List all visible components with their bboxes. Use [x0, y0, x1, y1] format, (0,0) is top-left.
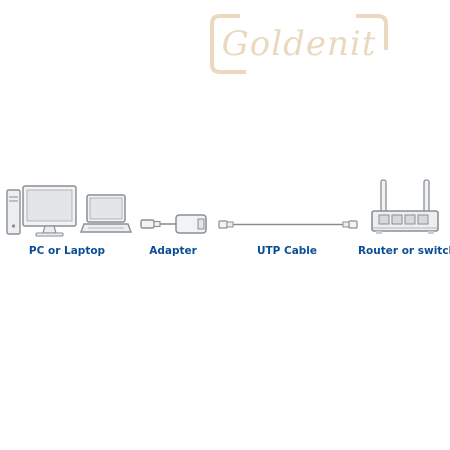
utp-cable-icon — [218, 220, 358, 229]
laptop-icon — [79, 194, 133, 233]
label-adapter: Adapter — [149, 245, 197, 257]
label-utp-cable: UTP Cable — [256, 245, 318, 257]
pc-tower-icon — [6, 189, 21, 235]
monitor-icon — [22, 185, 77, 237]
watermark-text: Goldenit — [221, 24, 377, 64]
router-icon — [371, 179, 439, 234]
usb-adapter-icon — [140, 214, 207, 234]
label-router-or-switch: Router or switch — [357, 245, 450, 257]
goldenit-watermark-logo: Goldenit — [206, 10, 392, 78]
watermark-frame-icon — [210, 14, 388, 74]
label-pc-or-laptop: PC or Laptop — [28, 245, 106, 257]
